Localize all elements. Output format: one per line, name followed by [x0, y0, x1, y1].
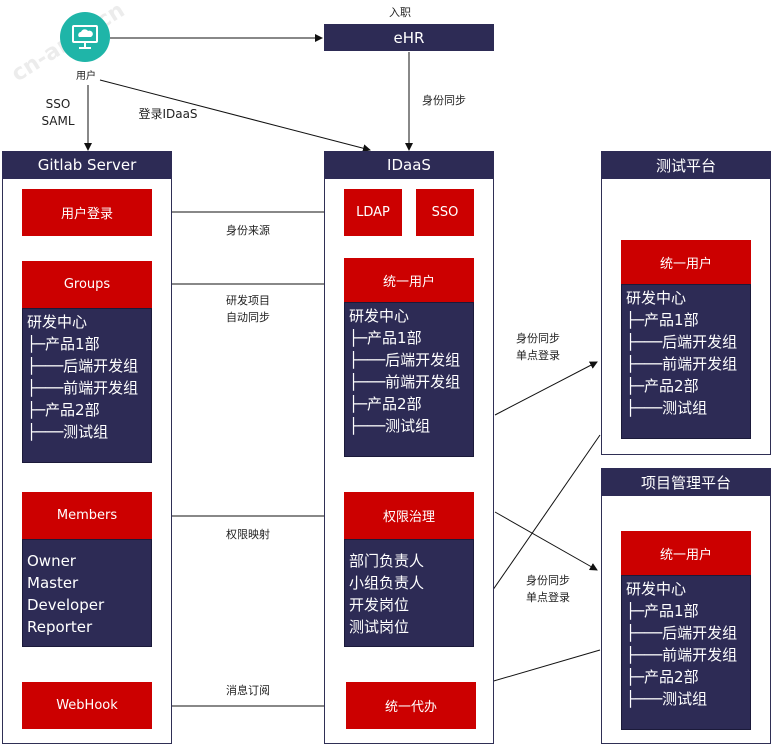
pm-user-tree: 研发中心 ├─产品1部 ├───后端开发组 ├───前端开发组 ├─产品2部 ├… [621, 575, 751, 730]
idaas-user-tree: 研发中心 ├─产品1部 ├───后端开发组 ├───前端开发组 ├─产品2部 ├… [344, 302, 474, 457]
permission-governance-box: 权限治理 [344, 492, 474, 539]
edge-label-project-auto-sync: 研发项目 自动同步 [226, 294, 270, 324]
test-unified-user-box: 统一用户 [621, 240, 751, 284]
test-user-tree: 研发中心 ├─产品1部 ├───后端开发组 ├───前端开发组 ├─产品2部 ├… [621, 284, 751, 439]
edge-label-permission-mapping: 权限映射 [226, 528, 270, 541]
edge-label-identity-source: 身份来源 [226, 224, 270, 237]
edge-label-identity-sync: 身份同步 [422, 94, 466, 107]
edge-label-message-subscribe: 消息订阅 [226, 684, 270, 697]
sso-box: SSO [416, 189, 474, 236]
ldap-box: LDAP [344, 189, 402, 236]
edge-user-idaas [99, 79, 371, 153]
test-platform-title: 测试平台 [601, 151, 771, 179]
groups-tree: 研发中心 ├─产品1部 ├───后端开发组 ├───前端开发组 ├─产品2部 ├… [22, 308, 152, 463]
groups-box: Groups [22, 261, 152, 308]
members-box: Members [22, 492, 152, 539]
user-login-box: 用户登录 [22, 189, 152, 236]
idaas-unified-user-box: 统一用户 [344, 258, 474, 302]
unified-todo-box: 统一代办 [346, 682, 476, 729]
edge-pm-todo [479, 649, 601, 687]
idaas-title: IDaaS [324, 151, 494, 179]
cloud-monitor-icon [60, 12, 110, 62]
webhook-box: WebHook [22, 682, 152, 729]
edge-idaas-test [494, 361, 598, 416]
ehr-box: eHR [324, 24, 494, 51]
permission-list: 部门负责人 小组负责人 开发岗位 测试岗位 [344, 539, 474, 647]
ehr-onboarding-label: 入职 [389, 6, 411, 19]
user-label: 用户 [76, 71, 96, 82]
members-list: Owner Master Developer Reporter [22, 539, 152, 647]
edge-label-login-idaas: 登录IDaaS [138, 107, 198, 121]
edge-label-sso-sync-test: 身份同步 单点登录 [516, 332, 560, 362]
pm-platform-title: 项目管理平台 [601, 468, 771, 496]
edge-idaas-pm [494, 511, 598, 571]
edge-label-sso-saml: SSO SAML [41, 97, 75, 128]
user-node: 用户 [58, 12, 114, 84]
edge-label-sso-sync-pm: 身份同步 单点登录 [526, 574, 570, 604]
pm-unified-user-box: 统一用户 [621, 531, 751, 575]
gitlab-server-title: Gitlab Server [2, 151, 172, 179]
